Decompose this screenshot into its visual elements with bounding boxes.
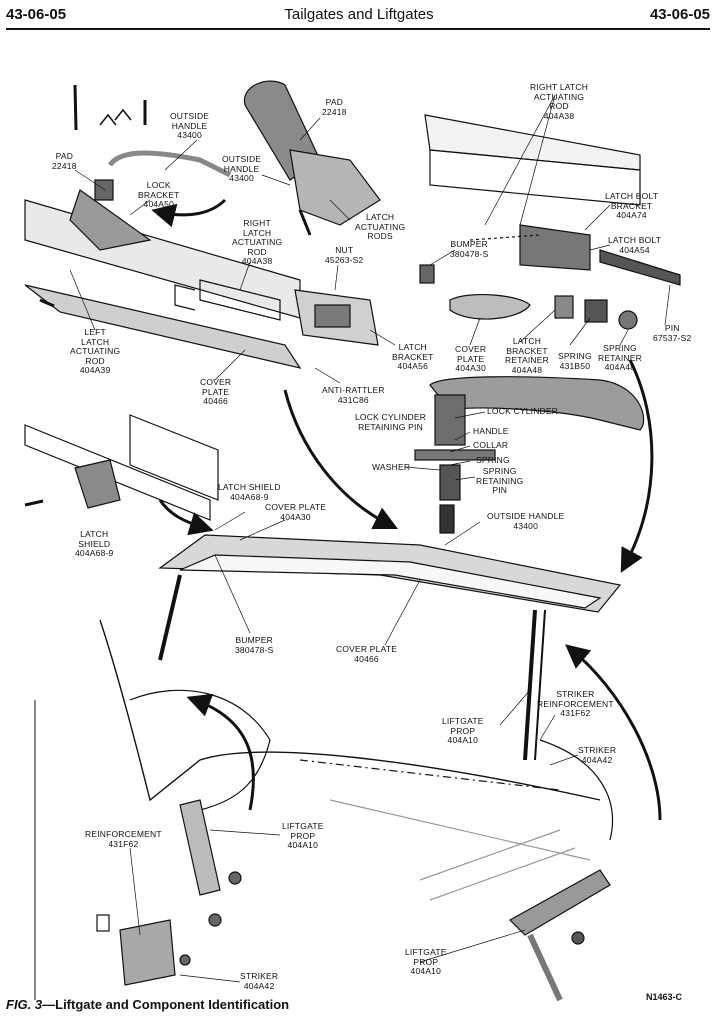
header-rule bbox=[6, 28, 710, 30]
label-handle: HANDLE bbox=[473, 426, 509, 436]
liftgate-frame-drawing bbox=[158, 534, 622, 761]
pad-handle-drawing bbox=[243, 80, 381, 236]
vehicle-body-drawing bbox=[34, 619, 614, 1000]
latch-bracket-drawing bbox=[174, 279, 379, 346]
page-title: Tailgates and Liftgates bbox=[284, 6, 434, 23]
figure-title: —Liftgate and Component Identification bbox=[42, 997, 290, 1012]
latch-shield-drawing bbox=[24, 414, 219, 521]
label-washer: WASHER bbox=[372, 462, 411, 472]
leader-lines bbox=[69, 94, 671, 983]
label-spring-small: SPRING bbox=[476, 455, 510, 465]
figure-caption: FIG. 3—Liftgate and Component Identifica… bbox=[6, 997, 289, 1012]
outside-handle-drawing bbox=[414, 376, 645, 534]
lower-left-prop-drawing bbox=[96, 799, 242, 986]
figure-number: FIG. 3 bbox=[6, 997, 43, 1012]
motion-arrows bbox=[151, 198, 662, 821]
section-number-left: 43-06-05 bbox=[6, 6, 67, 23]
left-latch-assembly-drawing bbox=[24, 84, 302, 369]
label-collar: COLLAR bbox=[473, 440, 509, 450]
drawing-code: N1463-C bbox=[645, 992, 682, 1002]
right-latch-assembly-drawing bbox=[419, 114, 681, 330]
section-number-right: 43-06-05 bbox=[649, 6, 710, 23]
lower-right-prop-drawing bbox=[419, 829, 611, 1002]
label-lock-cylinder: LOCK CYLINDER bbox=[487, 406, 559, 416]
